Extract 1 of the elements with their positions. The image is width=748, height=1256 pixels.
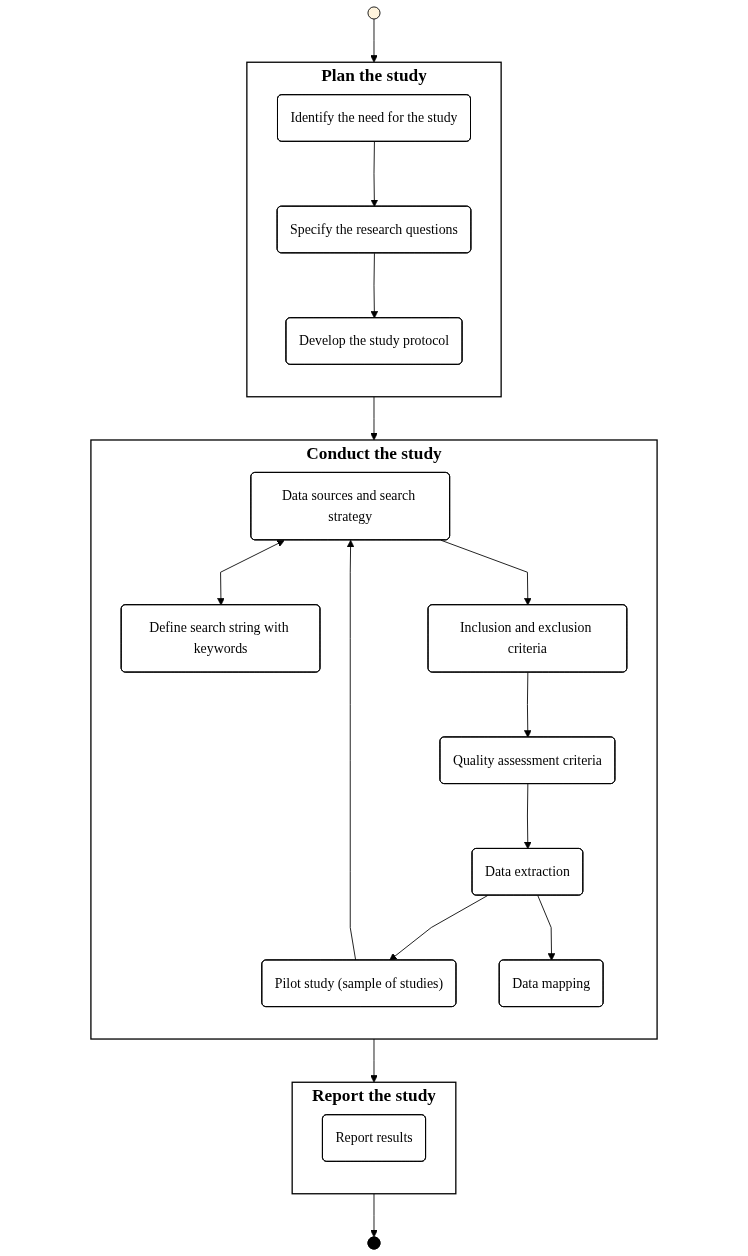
- node-circle: [367, 6, 381, 20]
